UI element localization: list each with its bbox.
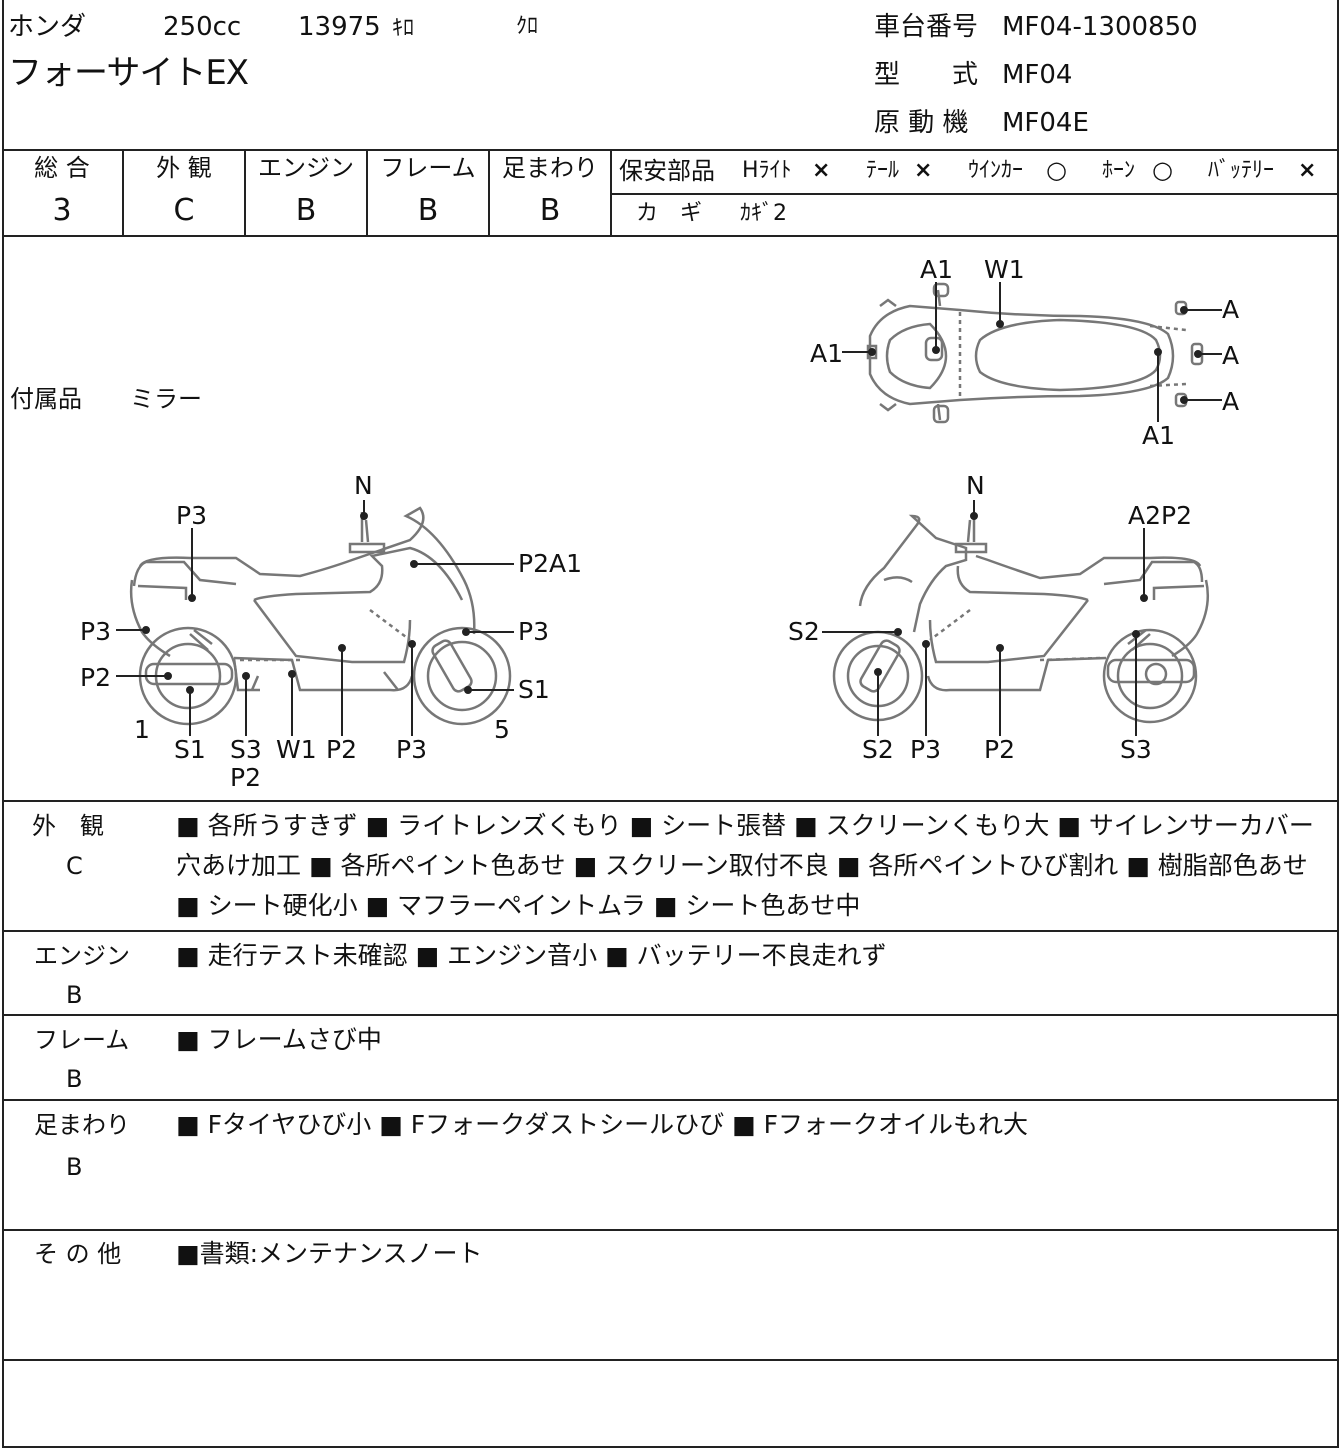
frame-label: 車台番号	[874, 12, 979, 42]
label-top-a1: A1	[1142, 421, 1175, 450]
label-right-a2p2: A2P2	[1128, 501, 1192, 530]
frame-number: MF04-1300850	[1002, 12, 1198, 42]
label-left-p3: P3	[80, 617, 111, 646]
label-right-s2: S2	[788, 617, 820, 646]
grade-value-engine: B	[295, 193, 317, 228]
section-grade-frame: B	[66, 1065, 83, 1093]
engine-label: 原 動 機	[874, 108, 969, 138]
label-top-a: A	[1222, 387, 1239, 416]
section-label-engine: エンジン	[34, 942, 130, 970]
label-left-5: 5	[494, 715, 510, 744]
accessories-value: ミラー	[130, 385, 202, 413]
section-label-other: そ の 他	[34, 1240, 122, 1268]
label-left-1: 1	[134, 715, 150, 744]
label-left-s1: S1	[174, 735, 206, 764]
label-top-a1: A1	[810, 339, 843, 368]
label-left-s3: S3	[230, 735, 262, 764]
mileage-unit-2: ｸﾛ	[516, 14, 539, 39]
section-text-engine: ■ 走行テスト未確認 ■ エンジン音小 ■ バッテリー不良走れず	[176, 941, 887, 970]
divider	[2, 149, 1339, 151]
safety-mark-tail: ×	[914, 158, 933, 183]
section-grade-exterior: C	[66, 852, 83, 880]
safety-item-battery: ﾊﾞｯﾃﾘｰ	[1208, 158, 1275, 183]
safety-mark-winker: ○	[1046, 156, 1067, 184]
section-text-suspension: ■ Fタイヤひび小 ■ Fフォークダストシールひび ■ Fフォークオイルもれ大	[176, 1110, 1028, 1139]
engine-value: MF04E	[1002, 108, 1089, 138]
label-left-p2: P2	[230, 763, 261, 792]
divider	[2, 235, 1339, 237]
section-label-frame: フレーム	[34, 1026, 130, 1054]
scooter-left-view	[129, 506, 512, 726]
section-text-exterior: ■ 各所うすきず ■ ライトレンズくもり ■ シート張替 ■ スクリーンくもり大…	[176, 811, 1314, 920]
label-right-n: N	[966, 471, 985, 500]
safety-label: 保安部品	[619, 157, 715, 185]
label-left-p2: P2	[326, 735, 357, 764]
label-left-p3: P3	[518, 617, 549, 646]
scooter-right-view	[832, 512, 1209, 724]
label-right-p2: P2	[984, 735, 1015, 764]
grade-label-engine: エンジン	[258, 154, 354, 182]
mileage: 13975	[298, 12, 381, 42]
maker: ホンダ	[8, 12, 87, 42]
safety-item-tail: ﾃｰﾙ	[866, 158, 900, 183]
label-top-a1: A1	[920, 255, 953, 284]
grade-label-exterior: 外 観	[156, 154, 212, 182]
label-top-a: A	[1222, 341, 1239, 370]
label-left-s1: S1	[518, 675, 550, 704]
safety-mark-horn: ○	[1152, 156, 1173, 184]
label-right-s3: S3	[1120, 735, 1152, 764]
grade-label-frame: フレーム	[380, 154, 476, 182]
section-grade-engine: B	[66, 981, 83, 1009]
grade-label-suspension: 足まわり	[502, 154, 598, 182]
section-text-other: ■書類:メンテナンスノート	[176, 1239, 483, 1268]
label-right-s2: S2	[862, 735, 894, 764]
section-label-exterior: 外 観	[32, 812, 104, 840]
safety-mark-headlight: ×	[812, 158, 831, 183]
grade-value-exterior: C	[173, 193, 195, 228]
label-left-p2: P2	[80, 663, 111, 692]
model-name: フォーサイトEX	[8, 53, 249, 93]
grade-label-overall: 総 合	[34, 154, 90, 182]
safety-item-headlight: Hﾗｲﾄ	[742, 158, 792, 183]
label-left-p2a1: P2A1	[518, 549, 582, 578]
grade-value-suspension: B	[539, 193, 561, 228]
label-left-w1: W1	[276, 735, 317, 764]
section-grade-suspension: B	[66, 1153, 83, 1181]
safety-mark-battery: ×	[1298, 158, 1317, 183]
grade-value-overall: 3	[52, 193, 72, 228]
label-left-n: N	[354, 471, 373, 500]
section-label-suspension: 足まわり	[34, 1111, 130, 1139]
label-left-p3: P3	[396, 735, 427, 764]
grade-value-frame: B	[417, 193, 439, 228]
safety-item-horn: ﾎｰﾝ	[1102, 158, 1136, 183]
section-text-frame: ■ フレームさび中	[176, 1025, 382, 1054]
label-right-p3: P3	[910, 735, 941, 764]
displacement: 250cc	[163, 12, 242, 42]
label-left-p3: P3	[176, 501, 207, 530]
scooter-damage-diagram: A1 W1 A A A A1 A1 N P3 P2A1 P3 P3 P2 S1 …	[80, 255, 1239, 792]
scooter-top-view	[866, 282, 1204, 424]
label-top-w1: W1	[984, 255, 1025, 284]
key-label: カ ギ	[636, 201, 703, 226]
label-top-a: A	[1222, 295, 1239, 324]
type-value: MF04	[1002, 60, 1073, 90]
mileage-unit: ｷﾛ	[392, 16, 415, 41]
key-value: ｶｷﾞ2	[740, 201, 787, 226]
accessories-label: 付属品	[10, 385, 82, 413]
safety-item-winker: ｳｲﾝｶｰ	[968, 158, 1024, 183]
type-label: 型 式	[874, 60, 979, 90]
